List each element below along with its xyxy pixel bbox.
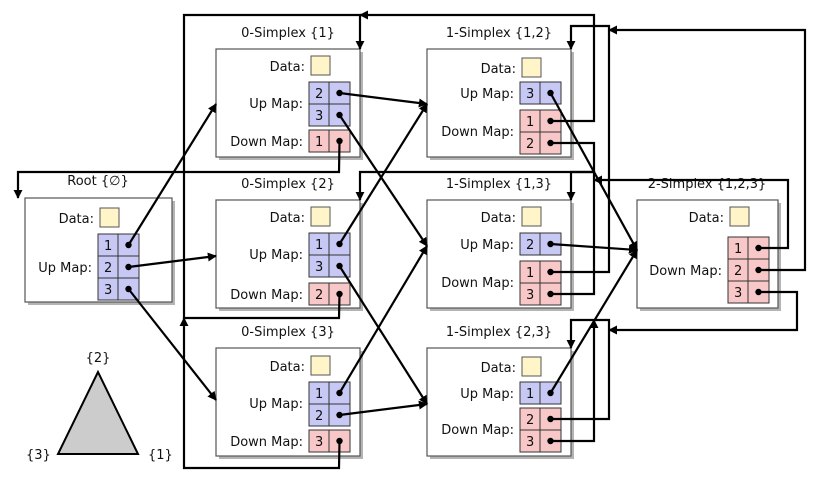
s12-node: 1-Simplex {1,2} Data: 3 Up Map: 1 2 Down Map: xyxy=(426,26,572,158)
s3-up-map-value: 2 xyxy=(315,409,323,424)
triangle-vertex-label-right: {1} xyxy=(148,448,173,463)
s2-down-map-label: Down Map: xyxy=(230,288,303,303)
s23-down-map-value: 3 xyxy=(526,435,534,450)
s2-down-map-value: 2 xyxy=(315,288,323,303)
edge-s123-down-3-to-s23 xyxy=(608,290,799,335)
s1-data-label: Data: xyxy=(270,60,305,75)
s2-up-map-value: 1 xyxy=(315,238,323,253)
s13-up-map-label: Up Map: xyxy=(460,238,514,253)
edge-s23-down-3-to-s3 xyxy=(550,319,599,443)
s2-data-cell xyxy=(310,206,331,227)
s2-data-label: Data: xyxy=(270,211,305,226)
root-data-label: Data: xyxy=(59,212,94,227)
s23-data-cell xyxy=(521,356,542,377)
s3-up-map-value: 1 xyxy=(315,387,323,402)
s1-down-map-label: Down Map: xyxy=(230,135,303,150)
s1-up-map-value: 2 xyxy=(315,87,323,102)
s1-node: 0-Simplex {1} Data: 2 3 Up Map: 1 Down Map: xyxy=(215,26,361,158)
s12-up-map-value: 3 xyxy=(526,87,534,102)
s123-down-map-value: 3 xyxy=(734,286,742,301)
triangle-shape xyxy=(56,369,140,455)
s2-up-map-value: 3 xyxy=(315,260,323,275)
edge-s2-down-2-to-s1 xyxy=(182,13,365,320)
edge-s1-up-2-to-s12 xyxy=(339,91,428,108)
edge-s1-up-3-to-s13 xyxy=(338,114,428,247)
s13-down-map-value: 3 xyxy=(526,288,534,303)
root-node: Root {∅} Data: 1 2 3 Up Map: xyxy=(24,174,173,303)
edge-root-up-3-to-s3 xyxy=(127,288,217,401)
s1-down-map-value: 1 xyxy=(315,135,323,150)
edge-s3-up-2-to-s23 xyxy=(339,400,428,417)
s23-data-label: Data: xyxy=(481,361,516,376)
triangle-vertex-label-top: {2} xyxy=(86,351,111,366)
s1-up-map-label: Up Map: xyxy=(249,97,303,112)
s23-up-map-label: Up Map: xyxy=(460,387,514,402)
root-up-map-value: 1 xyxy=(104,239,112,254)
s23-up-map-value: 1 xyxy=(526,387,534,402)
s123-down-map-value: 2 xyxy=(734,264,742,279)
s12-data-cell xyxy=(521,57,542,78)
s123-down-map-value: 1 xyxy=(734,242,742,257)
s23-title: 1-Simplex {2,3} xyxy=(446,325,552,340)
s13-up-map-value: 2 xyxy=(526,238,534,253)
s12-title: 1-Simplex {1,2} xyxy=(446,26,552,41)
triangle-vertex-label-left: {3} xyxy=(26,448,51,463)
s12-up-map-label: Up Map: xyxy=(460,87,514,102)
s12-down-map-value: 2 xyxy=(526,137,534,152)
edge-s123-down-1-to-s12 xyxy=(593,175,790,250)
s12-data-label: Data: xyxy=(481,62,516,77)
edge-root-up-2-to-s2 xyxy=(128,252,217,269)
s1-title: 0-Simplex {1} xyxy=(241,26,335,41)
root-up-map-value: 2 xyxy=(104,261,112,276)
s2-title: 0-Simplex {2} xyxy=(241,177,335,192)
s2-up-map-label: Up Map: xyxy=(249,248,303,263)
edge-s2-up-1-to-s12 xyxy=(338,103,428,245)
s23-down-map-value: 2 xyxy=(526,413,534,428)
s2-node: 0-Simplex {2} Data: 1 3 Up Map: 2 Down Map: xyxy=(215,177,361,309)
s12-down-map-value: 1 xyxy=(526,115,534,130)
s12-down-map-label: Down Map: xyxy=(441,125,514,140)
edge-s1-down-1-to-root xyxy=(13,140,341,199)
s13-down-map-label: Down Map: xyxy=(441,276,514,291)
s123-data-cell xyxy=(729,206,750,227)
triangle-legend: {2} {3} {1} xyxy=(26,351,173,463)
root-title: Root {∅} xyxy=(67,174,128,189)
edge-root-up-1-to-s1 xyxy=(127,103,217,246)
edge-s123-down-2-to-s13 xyxy=(608,25,807,272)
s3-down-map-value: 3 xyxy=(315,435,323,450)
s13-data-cell xyxy=(521,206,542,227)
edge-s3-up-1-to-s13 xyxy=(338,245,428,394)
s1-data-cell xyxy=(310,55,331,76)
s3-data-label: Data: xyxy=(270,360,305,375)
root-data-cell xyxy=(99,207,120,228)
s3-node: 0-Simplex {3} Data: 1 2 Up Map: 3 Down Map: xyxy=(215,325,361,457)
edge-s12-down-1-to-s1 xyxy=(359,10,596,123)
s3-title: 0-Simplex {3} xyxy=(241,325,335,340)
s3-data-cell xyxy=(310,355,331,376)
root-up-map-value: 3 xyxy=(104,283,112,298)
s123-down-map-label: Down Map: xyxy=(649,264,722,279)
s13-title: 1-Simplex {1,3} xyxy=(446,177,552,192)
root-up-map-label: Up Map: xyxy=(38,261,92,276)
s13-data-label: Data: xyxy=(481,211,516,226)
edge-s2-up-3-to-s23 xyxy=(338,265,428,405)
s23-node: 1-Simplex {2,3} Data: 1 Up Map: 2 3 Down Map: xyxy=(426,325,572,457)
s23-down-map-label: Down Map: xyxy=(441,423,514,438)
s13-down-map-value: 1 xyxy=(526,266,534,281)
s3-up-map-label: Up Map: xyxy=(249,397,303,412)
s3-down-map-label: Down Map: xyxy=(230,435,303,450)
edge-s13-down-3-to-s3 xyxy=(550,170,596,296)
s13-node: 1-Simplex {1,3} Data: 2 Up Map: 1 3 Down Map: xyxy=(426,177,572,309)
edge-s3-down-3-to-root-loop xyxy=(179,317,341,470)
s1-up-map-value: 3 xyxy=(315,109,323,124)
s123-data-label: Data: xyxy=(689,211,724,226)
edge-s23-down-2-to-s2 xyxy=(550,318,611,421)
